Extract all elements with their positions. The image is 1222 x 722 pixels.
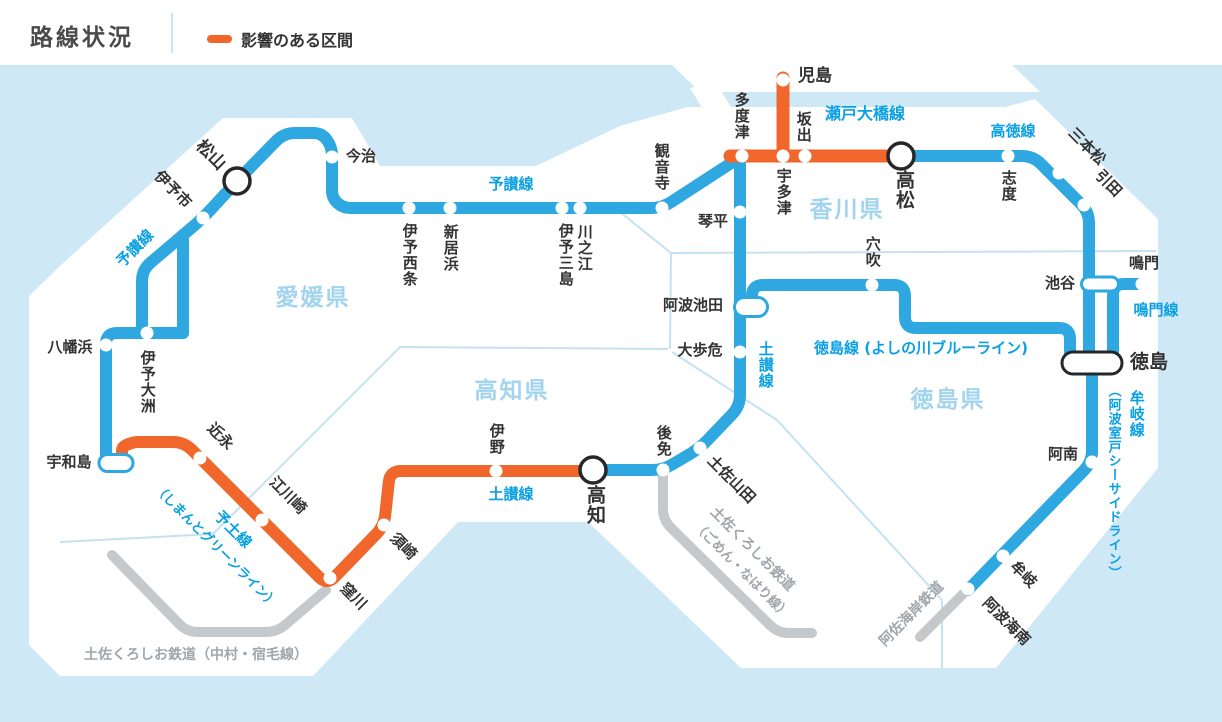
station-dot — [996, 549, 1010, 563]
rail-line-tosa-kuroshio-gomen-nahari — [658, 468, 817, 638]
rail-line-kotoku — [895, 150, 1095, 370]
station-dot — [1135, 277, 1149, 291]
station-dot — [443, 201, 457, 215]
station-pill — [733, 296, 769, 318]
station-dot — [196, 211, 210, 225]
station-dot — [865, 278, 879, 292]
prefecture-boundary — [59, 345, 669, 543]
station-dot — [99, 338, 113, 352]
station-dot — [733, 205, 747, 219]
honshu-landmass — [672, 65, 1040, 92]
legend-label: 影響のある区間 — [241, 31, 354, 50]
station-dot — [573, 201, 587, 215]
affected-section-swatch — [207, 35, 232, 43]
station-pill — [97, 453, 135, 473]
station-dot — [255, 513, 269, 527]
prefecture-boundary — [670, 250, 1157, 254]
station-dot — [555, 201, 569, 215]
station-dot — [402, 201, 416, 215]
station-major — [578, 455, 608, 485]
rail-line-yodo-affected — [116, 436, 599, 588]
station-dot — [776, 73, 790, 87]
rail-line-tokushima-yoshinogawa — [746, 279, 1076, 366]
prefecture-boundary — [671, 351, 943, 668]
station-dot — [377, 518, 391, 532]
station-dot — [323, 571, 337, 585]
station-dot — [798, 149, 812, 163]
station-dot — [1085, 455, 1099, 469]
station-dot — [733, 345, 747, 359]
station-dot — [656, 463, 670, 477]
prefecture-boundary — [619, 211, 672, 254]
legend: 影響のある区間 — [207, 27, 353, 51]
station-dot — [735, 149, 749, 163]
station-dot — [1001, 149, 1015, 163]
station-pill — [1080, 275, 1120, 293]
station-dot — [489, 464, 503, 478]
station-dot — [655, 201, 669, 215]
station-major — [886, 141, 916, 171]
station-dot — [1052, 166, 1066, 180]
station-dot — [1077, 198, 1091, 212]
station-dot — [193, 451, 207, 465]
rail-line-tosa-kuroshio-nakamura — [107, 550, 331, 637]
rail-line-yosan-east — [231, 127, 748, 214]
station-dot — [325, 150, 339, 164]
header-divider — [171, 13, 173, 53]
station-dot — [140, 326, 154, 340]
shikoku-landmass — [29, 99, 1158, 676]
station-dot — [776, 149, 790, 163]
seto-bridge-wedge — [690, 83, 752, 151]
station-pill — [1060, 350, 1124, 376]
rail-line-asa-kaigan — [915, 589, 968, 642]
station-major — [222, 166, 252, 196]
prefecture-boundary — [669, 252, 672, 350]
header-bar: 路線状況 影響のある区間 — [0, 0, 1222, 65]
page-title: 路線状況 — [30, 25, 134, 51]
station-dot — [961, 582, 975, 596]
station-dot — [693, 441, 707, 455]
